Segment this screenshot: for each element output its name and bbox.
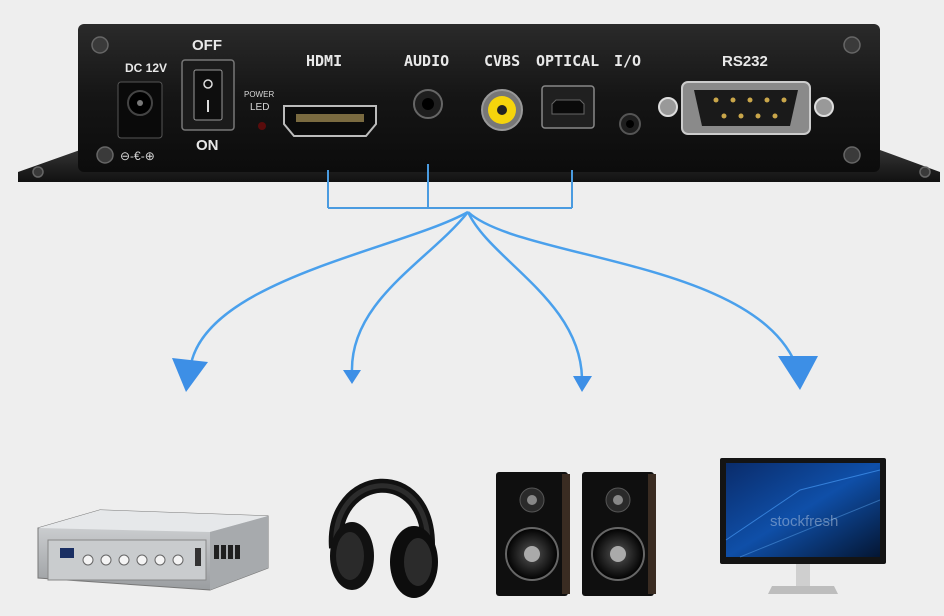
- io-label: I/O: [614, 52, 641, 70]
- arrowhead-speakers-icon: [573, 376, 592, 392]
- hdmi-pins: [296, 114, 364, 122]
- rs232-label: RS232: [722, 53, 768, 70]
- dc-pin: [137, 100, 143, 106]
- polarity-symbol: ⊖-€-⊕: [120, 149, 155, 163]
- rs232-port[interactable]: [658, 81, 834, 135]
- led-label: LED: [250, 102, 269, 113]
- arrow-heads: [172, 356, 818, 392]
- connector-bracket: [327, 164, 573, 209]
- watermark: stockfresh: [770, 513, 838, 530]
- arrow-to-speakers: [466, 211, 584, 379]
- arrowhead-monitor-icon: [778, 356, 818, 390]
- device-body: [78, 24, 880, 172]
- rs232-screw-right: [814, 97, 834, 117]
- hdmi-label: HDMI: [306, 52, 342, 70]
- switch-rocker: [193, 69, 223, 121]
- arrowhead-amplifier-icon: [172, 358, 208, 392]
- arrow-to-monitor: [467, 211, 800, 371]
- monitor-icon: stockfresh: [720, 458, 886, 594]
- switch-off-mark: [203, 79, 213, 89]
- media-player-device: DC 12V ⊖-€-⊕ OFF ON POWER LED HDMI AUDIO…: [18, 24, 940, 182]
- speaker-right: [582, 472, 656, 596]
- cvbs-rca-center: [497, 105, 507, 115]
- arrowhead-headphones-icon: [343, 370, 361, 384]
- switch-off-label: OFF: [192, 37, 222, 54]
- optical-label: OPTICAL: [536, 52, 599, 70]
- cvbs-label: CVBS: [484, 52, 520, 70]
- rs232-pins: [713, 97, 787, 119]
- rs232-face: [694, 90, 798, 126]
- arrow-to-headphones: [350, 211, 469, 373]
- power-led-label: POWER: [244, 90, 274, 99]
- speakers-icon: [496, 472, 656, 596]
- headphones-icon: [328, 478, 438, 598]
- speaker-left: [496, 472, 570, 596]
- audio-label: AUDIO: [404, 52, 449, 70]
- amplifier-icon: [37, 509, 269, 591]
- screw-icon: [32, 36, 931, 178]
- output-arrows: [188, 210, 800, 379]
- audio-jack-hole: [422, 98, 434, 110]
- arrow-to-amplifier: [188, 210, 469, 371]
- io-jack-hole: [626, 120, 634, 128]
- switch-on-label: ON: [196, 137, 219, 154]
- power-led: [258, 122, 266, 130]
- rs232-screw-left: [658, 97, 678, 117]
- optical-port-shape: [551, 99, 585, 115]
- dc-label: DC 12V: [125, 61, 167, 75]
